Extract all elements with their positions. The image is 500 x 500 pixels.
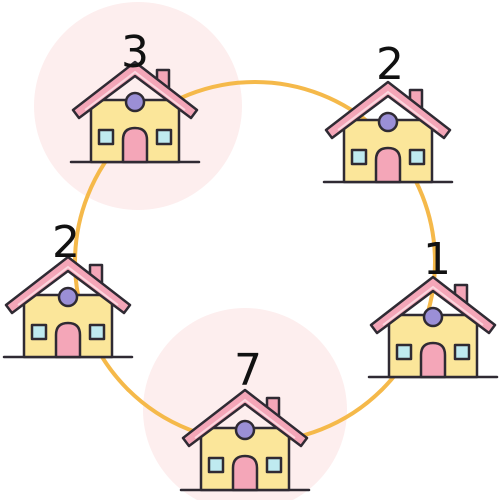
right-window	[453, 343, 471, 361]
round-window	[377, 111, 399, 133]
left-window	[395, 343, 413, 361]
round-window	[234, 419, 256, 441]
house-label-bottom: 7	[234, 345, 262, 396]
round-window	[422, 306, 444, 328]
roof-highlight	[17, 265, 119, 306]
round-window	[57, 286, 79, 308]
right-window	[265, 456, 283, 474]
highlight-layer	[34, 2, 347, 500]
roof-highlight	[337, 90, 439, 131]
right-window	[155, 128, 173, 146]
left-window	[30, 323, 48, 341]
door	[231, 454, 259, 492]
house-top-right	[322, 80, 454, 184]
house-top-left	[69, 60, 201, 164]
left-window	[350, 148, 368, 166]
house-label-top-left: 3	[121, 27, 149, 78]
round-window	[124, 91, 146, 113]
right-window	[88, 323, 106, 341]
roof-highlight	[84, 70, 186, 111]
house-label-top-right: 2	[376, 39, 404, 90]
door	[54, 321, 82, 359]
house-left	[2, 255, 134, 359]
door	[419, 341, 447, 379]
house-bottom	[179, 388, 311, 492]
house-label-left: 2	[52, 217, 80, 268]
house-label-right: 1	[423, 234, 451, 285]
roof-highlight	[382, 285, 484, 326]
left-window	[207, 456, 225, 474]
door	[374, 146, 402, 184]
roof-highlight	[194, 398, 296, 439]
door	[121, 126, 149, 164]
house-right	[367, 275, 499, 379]
right-window	[408, 148, 426, 166]
houses-layer: 3 2 1 7 2	[2, 27, 499, 492]
left-window	[97, 128, 115, 146]
